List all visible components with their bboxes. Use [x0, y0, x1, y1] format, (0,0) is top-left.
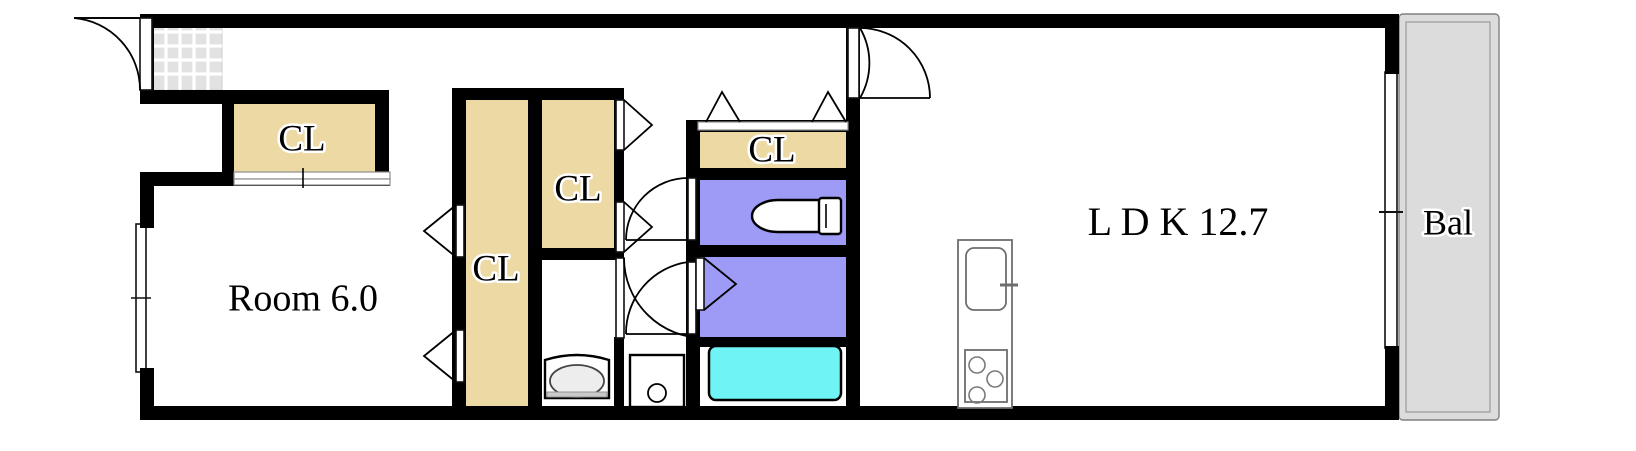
window-balcony-slider [1384, 71, 1398, 349]
label-cl-vertical-left: CL [472, 248, 519, 289]
ldk-entry-door[interactable] [847, 27, 931, 99]
label-room-main: Room 6.0 [228, 278, 378, 320]
bath-folding-door[interactable] [695, 257, 738, 311]
washing-machine-pan [628, 353, 686, 409]
bathtub [707, 344, 843, 402]
room-sliding-door[interactable] [233, 168, 391, 188]
washroom-door[interactable] [625, 261, 697, 335]
kitchen-unit [957, 239, 1018, 409]
closet-folding-door-right[interactable] [615, 99, 654, 253]
doors [73, 17, 931, 383]
kitchen-sink [965, 247, 1007, 311]
room-labels: Room 6.0 L D K 12.7 Bal CL CL CL CL [226, 116, 1476, 322]
label-cl-vertical-right: CL [554, 168, 601, 209]
cl-vertical-left-fill [466, 96, 528, 406]
fixtures [543, 196, 1018, 409]
toilet-room-door[interactable] [625, 177, 697, 241]
balcony-area [1398, 13, 1500, 421]
label-cl-entry: CL [278, 118, 325, 159]
entrance-door[interactable] [73, 17, 153, 91]
washbasin [543, 353, 611, 400]
bath-closet-folding-door[interactable] [697, 90, 849, 131]
cl-vertical-right-fill [542, 96, 614, 254]
cl-bath-fill [700, 130, 848, 174]
genkan-tile-floor [151, 17, 223, 91]
cl-entry-fill [232, 104, 375, 172]
label-ldk: L D K 12.7 [1088, 199, 1269, 244]
stove [964, 349, 1008, 403]
closet-folding-door-left[interactable] [422, 204, 465, 383]
label-balcony: Bal [1423, 202, 1473, 242]
bath-area-fill [700, 257, 848, 339]
label-cl-bath: CL [748, 129, 795, 170]
closet-fills [232, 96, 848, 406]
toilet-fixture [750, 196, 843, 236]
corridor-door[interactable] [615, 257, 705, 339]
